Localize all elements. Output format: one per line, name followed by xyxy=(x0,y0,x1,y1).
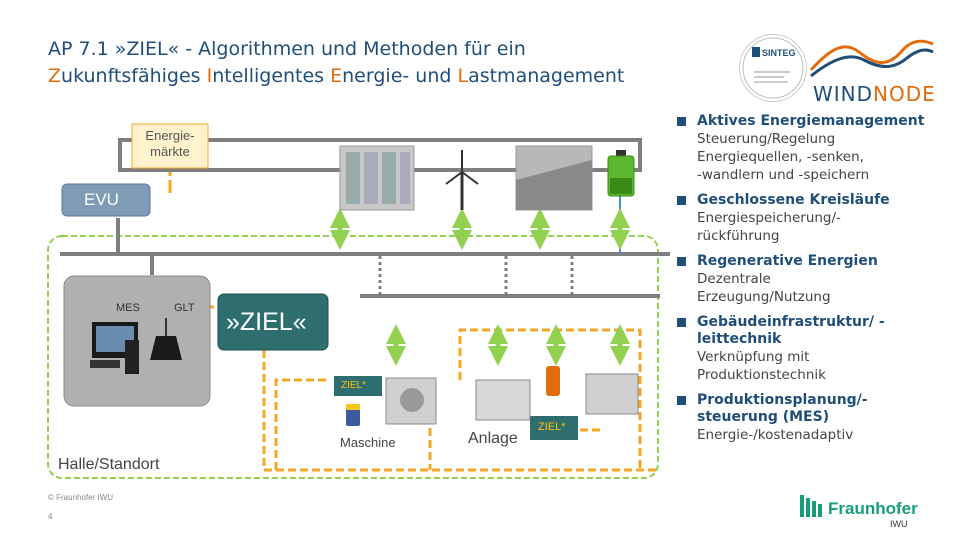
ziel-small-label-2: ZIEL* xyxy=(538,421,566,433)
dotted-links xyxy=(378,256,574,294)
page-number: 4 xyxy=(48,512,53,521)
fraunhofer-wordmark: Fraunhofer xyxy=(828,499,918,518)
energiemaerkte-label: Energie- märkte xyxy=(145,128,195,159)
solar-field-image xyxy=(515,145,593,211)
mes-label: MES xyxy=(116,302,140,314)
bullet-line: -wandlern und -speichern xyxy=(697,167,870,183)
lamp-icon xyxy=(150,318,182,360)
title-word-rest: astmanagement xyxy=(468,65,625,87)
wind-turbine-icon xyxy=(445,150,479,210)
bullet-line: Energiequellen, -senken, xyxy=(697,149,864,165)
grid-bus xyxy=(60,218,670,298)
bullet-heading: Gebäudeinfrastruktur/ - leittechnik xyxy=(676,314,956,348)
machine-image xyxy=(385,377,437,425)
bullet-heading: Geschlossene Kreisläufe xyxy=(676,192,956,209)
bullet-line: Erzeugung/Nutzung xyxy=(697,289,831,305)
ziel-small-box-2 xyxy=(530,416,578,440)
bullet-line: Steuerung/Regelung xyxy=(697,131,836,147)
maschine-label: Maschine xyxy=(340,435,396,450)
ziel-main-box xyxy=(217,293,329,351)
ziel-small-box-1 xyxy=(334,376,382,396)
glt-label: GLT xyxy=(174,302,195,314)
bullet-item: Produktionsplanung/- steuerung (MES)Ener… xyxy=(676,392,956,444)
cabinets-image xyxy=(339,145,415,211)
title-initial: L xyxy=(457,65,469,87)
bullet-heading: Aktives Energiemanagement xyxy=(676,113,956,130)
ziel-main-label: »ZIEL« xyxy=(226,308,307,336)
bullet-heading: Regenerative Energien xyxy=(676,253,956,270)
evu-label: EVU xyxy=(84,190,119,209)
sinteg-seal: SINTEG xyxy=(739,34,807,102)
bullet-line: rückführung xyxy=(697,228,780,244)
bullet-heading: Produktionsplanung/- steuerung (MES) xyxy=(676,392,956,426)
title-line-2: Zukunftsfähiges Intelligentes Energie- u… xyxy=(48,63,688,90)
windnode-prefix: WIND xyxy=(813,82,874,106)
fraunhofer-sub: IWU xyxy=(890,519,908,529)
slide-title: AP 7.1 »ZIEL« - Algorithmen und Methoden… xyxy=(48,36,688,90)
bullet-line: Energiespeicherung/- xyxy=(697,210,841,226)
halle-label: Halle/Standort xyxy=(58,456,160,473)
title-word-rest: nergie- und xyxy=(342,65,458,87)
computer-icon xyxy=(90,322,139,374)
title-initial: I xyxy=(206,65,213,87)
machine-battery-icon xyxy=(346,404,360,426)
windnode-logo: SINTEG WINDNODE xyxy=(735,30,935,110)
windnode-wordmark: WINDNODE xyxy=(813,82,936,106)
energy-flow-arrows xyxy=(330,208,630,366)
bullet-line: Dezentrale xyxy=(697,271,771,287)
windnode-wave-icon xyxy=(809,39,934,78)
bullet-line: Energie-/kostenadaptiv xyxy=(697,427,854,443)
sinteg-label: SINTEG xyxy=(762,48,796,58)
battery-icon xyxy=(607,150,635,197)
plant-images xyxy=(475,366,639,421)
evu-box xyxy=(61,183,151,217)
title-word-rest: ntelligentes xyxy=(212,65,331,87)
title-line-1: AP 7.1 »ZIEL« - Algorithmen und Methoden… xyxy=(48,38,526,60)
fraunhofer-mark-icon xyxy=(800,495,822,517)
bullet-line: Verknüpfung mit xyxy=(697,349,810,365)
title-initial: E xyxy=(330,65,343,87)
bullet-line: Produktionstechnik xyxy=(697,367,826,383)
fraunhofer-logo: Fraunhofer IWU xyxy=(798,493,918,533)
ziel-small-label-1: ZIEL* xyxy=(341,380,367,391)
windnode-suffix: NODE xyxy=(873,82,936,106)
title-word-rest: ukunftsfähiges xyxy=(61,65,207,87)
footer-copyright: © Fraunhofer IWU xyxy=(48,493,114,502)
hall-boundary xyxy=(47,235,659,479)
anlage-label: Anlage xyxy=(468,430,518,447)
energiemaerkte-box xyxy=(131,123,209,169)
title-initial: Z xyxy=(48,65,62,87)
sinteg-seal-graphic xyxy=(742,37,804,99)
